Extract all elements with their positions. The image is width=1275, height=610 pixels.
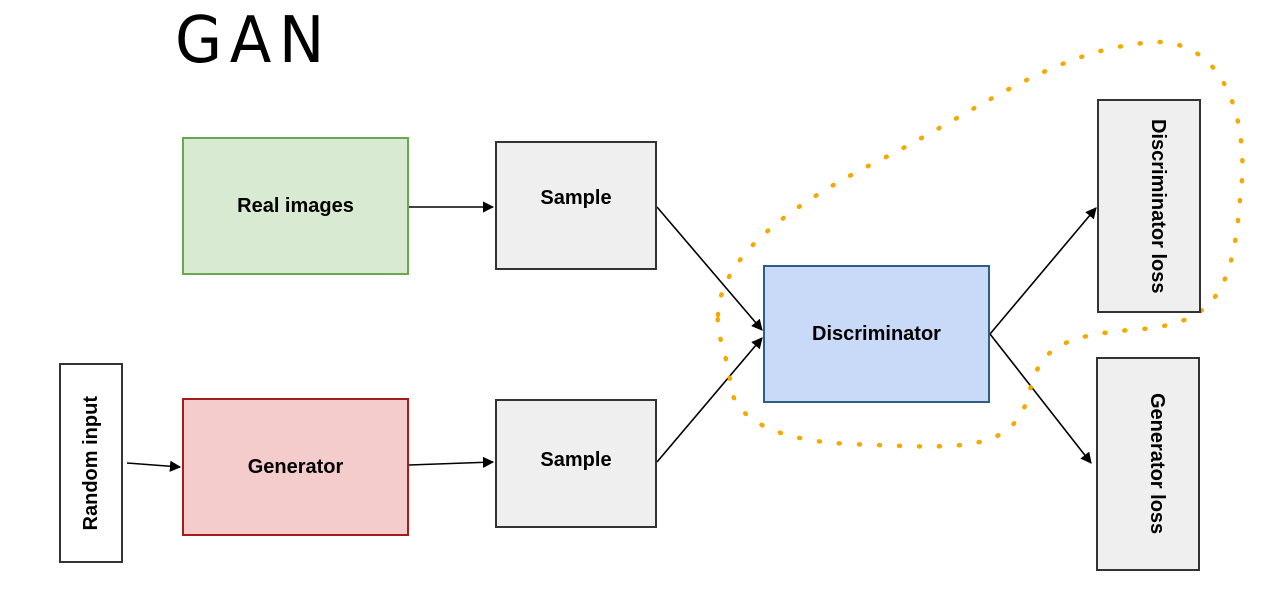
arrow-sample-top-to-discriminator <box>656 206 763 331</box>
arrow-discriminator-to-discriminator-loss <box>989 207 1097 335</box>
discriminator-loss-label: Discriminator loss <box>1147 118 1169 294</box>
arrow-discriminator-to-generator-loss <box>989 333 1092 464</box>
random-input-label: Random input <box>80 395 102 531</box>
real-images-label: Real images <box>237 195 354 217</box>
sample-top-label: Sample <box>540 187 612 209</box>
discriminator-label: Discriminator <box>812 323 941 345</box>
real-images-box: Real images <box>182 137 409 275</box>
arrow-generator-to-sample <box>408 456 495 468</box>
generator-loss-box: Generator loss <box>1096 357 1200 571</box>
generator-label: Generator <box>247 456 344 478</box>
arrow-random-to-generator <box>126 460 182 472</box>
discriminator-loss-box: Discriminator loss <box>1097 99 1201 313</box>
sample-bottom-box: Sample <box>495 399 657 528</box>
sample-top-box: Sample <box>495 141 657 270</box>
arrow-sample-bottom-to-discriminator <box>656 337 763 463</box>
random-input-box: Random input <box>59 363 123 563</box>
generator-loss-label: Generator loss <box>1146 393 1168 535</box>
discriminator-box: Discriminator <box>763 265 990 403</box>
generator-box: Generator <box>182 398 409 536</box>
diagram-title: GAN <box>175 4 332 78</box>
sample-bottom-label: Sample <box>540 449 612 471</box>
